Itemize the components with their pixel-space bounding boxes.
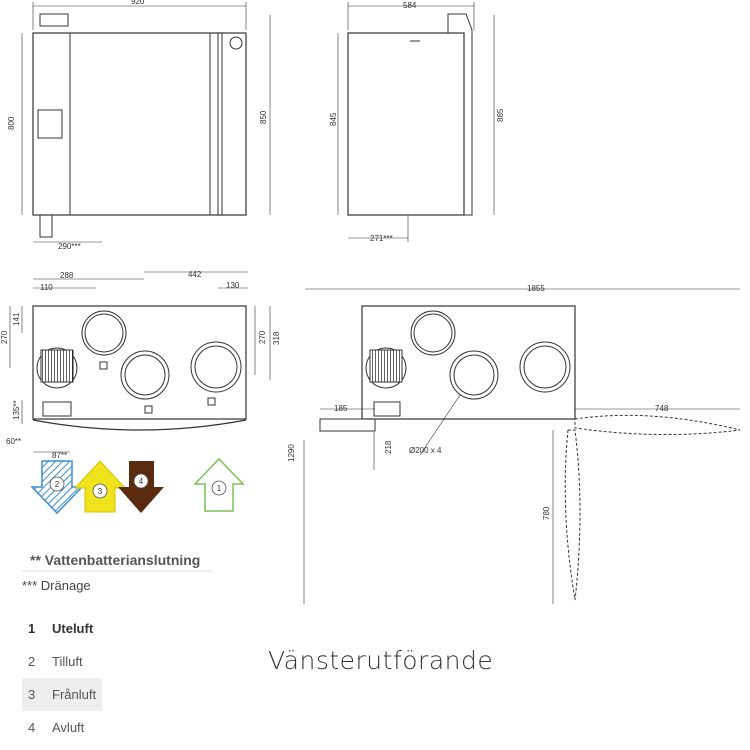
legend-label: Tilluft [52, 654, 83, 669]
dim-top-270-left: 270 [0, 330, 9, 344]
dim-plan-748: 748 [655, 404, 669, 413]
dim-plan-1855: 1855 [527, 284, 545, 293]
dim-plan-1290: 1290 [287, 444, 296, 462]
dim-top-87: 87** [52, 451, 67, 460]
dim-top-110: 110 [40, 283, 53, 292]
legend-num: 3 [22, 678, 46, 711]
airflow-arrow-franluft: 3 [73, 460, 127, 513]
airflow-arrow-tilluft: 2 [30, 460, 84, 515]
side-view [337, 2, 495, 242]
dim-top-135: 135** [12, 400, 21, 420]
legend-label: Uteluft [52, 621, 94, 636]
dim-side-drain: 271*** [370, 234, 393, 243]
dim-top-288: 288 [60, 271, 74, 280]
arrow-number-1: 1 [217, 484, 222, 493]
legend-label: Avluft [52, 720, 85, 735]
legend-row: 4 Avluft [22, 711, 102, 744]
front-view [21, 2, 271, 243]
legend-header-row: 1 Uteluft [22, 612, 102, 645]
note-water-battery: ** Vattenbatterianslutning [30, 552, 201, 568]
arrow-number-3: 3 [98, 487, 103, 496]
top-view [9, 271, 271, 453]
dim-front-height: 800 [7, 116, 16, 130]
page-title: Vänsterutförande [268, 646, 494, 675]
legend-row: 3 Frånluft [22, 678, 103, 711]
airflow-legend-table: 1 Uteluft 2 Tilluft 3 Frånluft 4 Avluft [22, 612, 103, 744]
dim-side-total-height: 885 [496, 108, 505, 122]
dim-top-270-right: 270 [258, 330, 267, 344]
note-drain: *** Dränage [22, 578, 91, 593]
airflow-arrow-uteluft: 1 [193, 457, 245, 512]
dim-plan-diameter: Ø200 x 4 [409, 446, 442, 455]
legend-num: 1 [28, 621, 36, 636]
arrow-number-4: 4 [139, 477, 144, 486]
dim-top-318: 318 [272, 331, 281, 345]
dim-front-drain: 290*** [58, 242, 81, 251]
dim-plan-218: 218 [384, 440, 393, 454]
legend-num: 2 [28, 654, 36, 669]
dim-top-60: 60** [6, 437, 21, 446]
dim-front-width: 920 [131, 0, 145, 6]
dim-top-130: 130 [226, 281, 240, 290]
dim-top-442: 442 [188, 270, 202, 279]
dim-plan-780: 780 [542, 506, 551, 520]
airflow-arrow-avluft: 4 [118, 461, 164, 513]
legend-label: Frånluft [46, 678, 103, 711]
dim-front-total-height: 850 [259, 110, 268, 124]
dim-plan-185: 185 [334, 404, 348, 413]
legend-row: 2 Tilluft [22, 645, 102, 678]
dim-side-height: 845 [329, 112, 338, 126]
dim-side-depth: 584 [403, 1, 417, 10]
arrow-number-2: 2 [55, 480, 60, 489]
dim-top-141: 141 [12, 312, 21, 326]
legend-num: 4 [28, 720, 36, 735]
plan-view [303, 288, 741, 604]
